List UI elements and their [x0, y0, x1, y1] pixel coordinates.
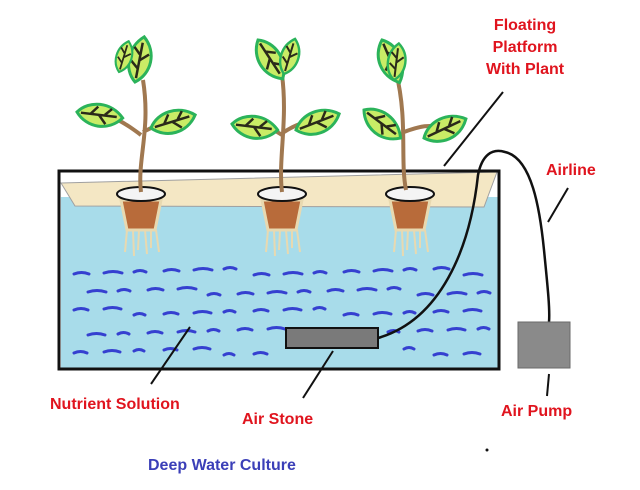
- ripple-dash: [222, 266, 238, 271]
- ripple-dash: [326, 288, 345, 293]
- ripple-dash: [416, 328, 434, 333]
- ripple-dash: [132, 348, 146, 353]
- ripple-dash: [432, 266, 451, 271]
- ripple-dash: [266, 290, 288, 295]
- ripple-dash: [462, 351, 482, 356]
- pointer-air-pump: [546, 373, 550, 397]
- ripple-dash: [176, 286, 198, 291]
- ripple-dash: [252, 351, 269, 356]
- ripple-dash: [282, 271, 304, 276]
- ripple-dash: [162, 268, 181, 273]
- label-air-stone: Air Stone: [242, 411, 314, 428]
- ripple-dash: [476, 326, 491, 331]
- plant-3: [355, 34, 472, 257]
- ripple-dash: [102, 349, 122, 354]
- ripple-dash: [236, 291, 255, 296]
- ripple-dash: [342, 269, 361, 274]
- air-stone: [285, 327, 379, 349]
- ripple-dash: [462, 308, 483, 313]
- plant-1: [73, 33, 200, 257]
- water-ripples: [72, 266, 492, 357]
- pointer-airline: [547, 187, 569, 223]
- ripple-dash: [252, 272, 271, 277]
- ripple-dash: [102, 306, 123, 311]
- pointer-floating-platform: [443, 91, 504, 167]
- ripple-dash: [252, 308, 270, 313]
- pointer-air-stone: [302, 350, 334, 399]
- ripple-dash: [222, 352, 236, 357]
- ripple-dash: [402, 267, 418, 272]
- pointer-nutrient-solution: [150, 326, 191, 385]
- ripple-dash: [312, 270, 328, 275]
- ripple-dash: [372, 268, 394, 273]
- ripple-dash: [312, 306, 327, 311]
- ripple-dash: [476, 290, 492, 295]
- ripple-dash: [236, 327, 254, 332]
- ripple-dash: [432, 309, 450, 314]
- ripple-dash: [386, 286, 402, 291]
- ripple-dash: [206, 328, 221, 333]
- ripple-dash: [102, 270, 124, 275]
- ripple-dash: [132, 312, 147, 317]
- ripple-dash: [446, 291, 468, 296]
- ripple-dash: [146, 287, 165, 292]
- ripple-dash: [72, 271, 91, 276]
- ripple-dash: [462, 272, 484, 277]
- ripple-dash: [432, 352, 449, 357]
- ripple-dash: [222, 309, 237, 314]
- ripple-dash: [116, 331, 131, 336]
- plant-2: [228, 32, 345, 257]
- ripple-dash: [266, 326, 287, 331]
- ripple-dash: [296, 289, 312, 294]
- tank: [57, 169, 501, 371]
- ripple-dash: [192, 310, 213, 315]
- ripple-dash: [132, 269, 148, 274]
- ripple-dash: [282, 307, 303, 312]
- ripple-dash: [162, 311, 180, 316]
- label-nutrient-solution: Nutrient Solution: [50, 396, 180, 413]
- ripple-dash: [402, 310, 417, 315]
- ripple-dash: [86, 332, 107, 337]
- label-airline: Airline: [546, 162, 596, 179]
- airline-tube: [377, 149, 551, 340]
- diagram-caption: Deep Water Culture: [148, 457, 296, 474]
- ripple-dash: [146, 330, 164, 335]
- ripple-dash: [192, 267, 214, 272]
- ripple-dash: [416, 292, 435, 297]
- ripple-dash: [206, 292, 222, 297]
- ripple-dash: [72, 350, 89, 355]
- ripple-dash: [446, 327, 467, 332]
- ripple-dash: [192, 346, 212, 351]
- ripple-dash: [162, 347, 179, 352]
- label-floating-platform: Floating Platform With Plant: [486, 17, 565, 78]
- ripple-dash: [86, 289, 108, 294]
- ripple-dash: [116, 288, 132, 293]
- ripple-dash: [342, 312, 360, 317]
- ripple-dash: [356, 287, 378, 292]
- air-pump: [517, 321, 571, 369]
- ripple-dash: [386, 329, 401, 334]
- ripple-dash: [372, 311, 393, 316]
- label-air-pump: Air Pump: [501, 403, 573, 420]
- stray-dot: [485, 448, 489, 452]
- ripple-dash: [72, 307, 90, 312]
- ripple-dash: [402, 346, 416, 351]
